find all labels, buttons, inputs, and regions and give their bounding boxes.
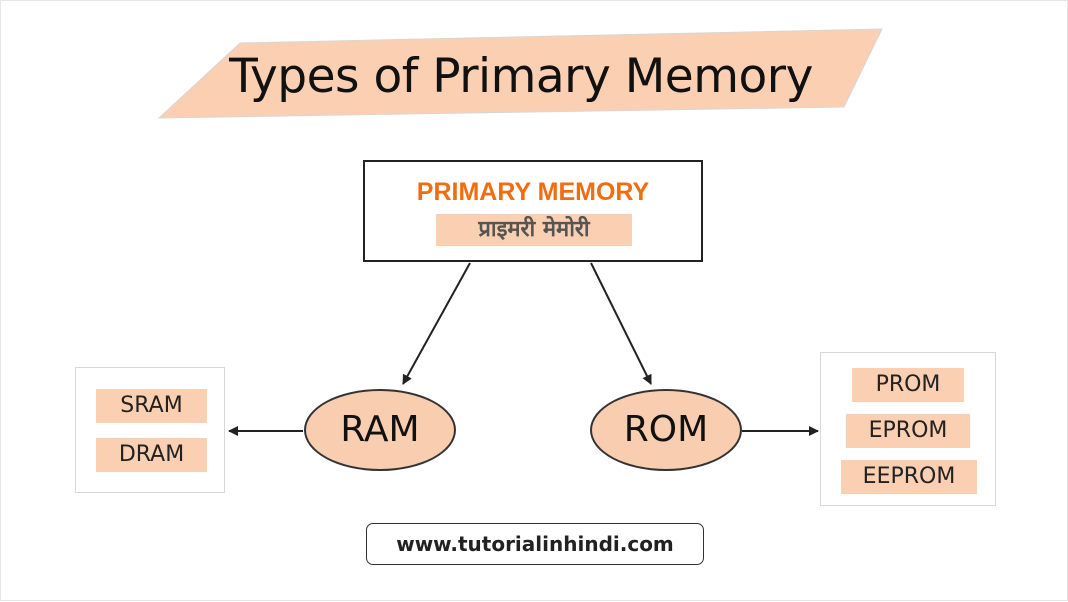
primary-memory-hindi-label: प्राइमरी मेमोरी (436, 214, 632, 246)
sram-label: SRAM (96, 389, 207, 423)
website-link[interactable]: www.tutorialinhindi.com (366, 523, 704, 565)
eeprom-label: EEPROM (841, 460, 977, 494)
eprom-label: EPROM (846, 414, 970, 448)
primary-memory-box: PRIMARY MEMORY प्राइमरी मेमोरी (363, 160, 703, 262)
primary-memory-label: PRIMARY MEMORY (416, 178, 650, 206)
rom-node: ROM (590, 389, 742, 471)
dram-label: DRAM (96, 438, 207, 472)
ram-types-box: SRAM DRAM (75, 367, 225, 493)
page-title: Types of Primary Memory (229, 49, 813, 104)
prom-label: PROM (852, 368, 964, 402)
ram-node: RAM (304, 389, 456, 471)
rom-types-box: PROM EPROM EEPROM (820, 352, 996, 506)
